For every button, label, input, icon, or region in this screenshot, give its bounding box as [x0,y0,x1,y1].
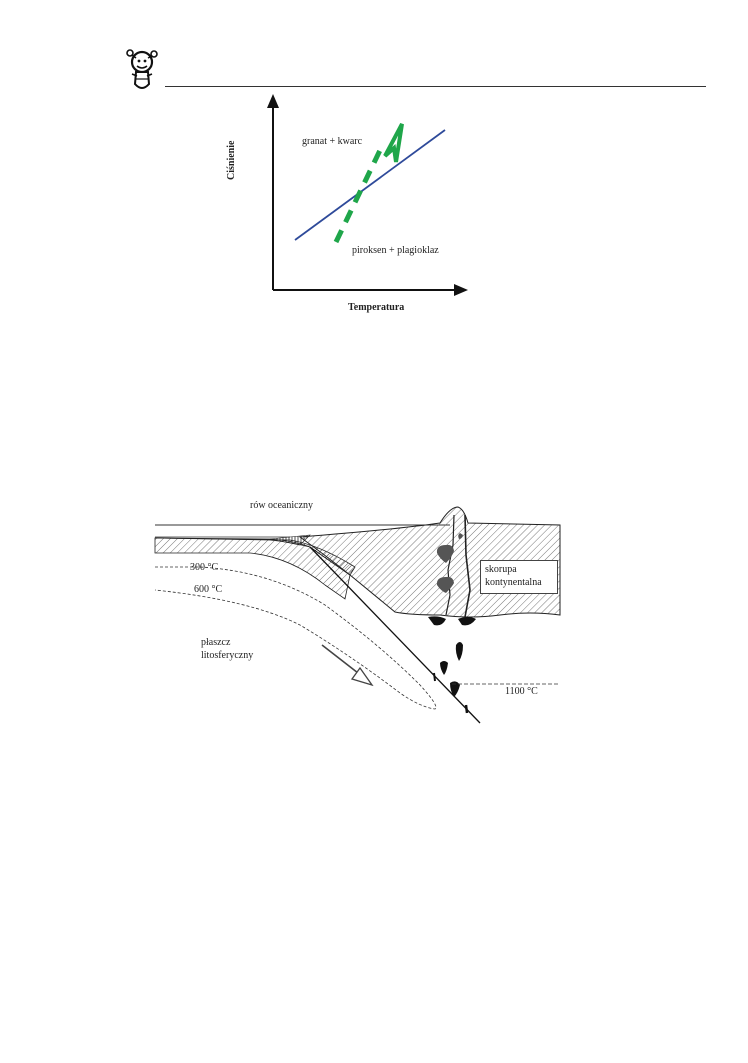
chemist-mascot-icon [124,46,160,94]
isotherm-300-line [154,566,437,710]
x-axis-label: Temperatura [348,302,405,313]
pt-path-dashed [333,142,386,244]
y-axis-label: Ciśnienie [226,140,237,180]
melt-drop [450,681,460,697]
mantle-label-line1: płaszcz [201,637,231,648]
isotherm-300-label: 300 °C [190,562,219,573]
x-axis-arrow [454,284,468,296]
isotherm-600-label: 600 °C [194,584,223,595]
trench-label: rów oceaniczny [250,500,314,511]
crust-label-box: skorupa kontynentalna [480,560,558,594]
magma-chamber [436,544,454,563]
melt-pod [458,617,476,626]
crust-label-line2: kontynentalna [485,577,542,588]
lower-field-label: piroksen + plagioklaz [352,245,439,256]
melt-drop [455,642,463,661]
melt-pod [428,616,446,626]
subduction-diagram [150,495,570,730]
magma-conduit [445,514,455,616]
mantle-label-line2: litosferyczny [201,650,254,661]
upper-field-label: granat + kwarc [302,136,363,147]
melt-drop [440,661,448,675]
slab-top-line [309,546,481,724]
pt-path-arrowhead [383,123,404,163]
phase-boundary-line [294,129,446,241]
isotherm-1100-label: 1100 °C [505,686,538,697]
crust-label-line1: skorupa [485,564,517,575]
y-axis-arrow [267,94,279,108]
plate-motion-arrow [321,644,359,674]
phase-diagram [230,90,480,320]
magma-chamber [436,576,454,593]
header-rule [165,86,706,87]
